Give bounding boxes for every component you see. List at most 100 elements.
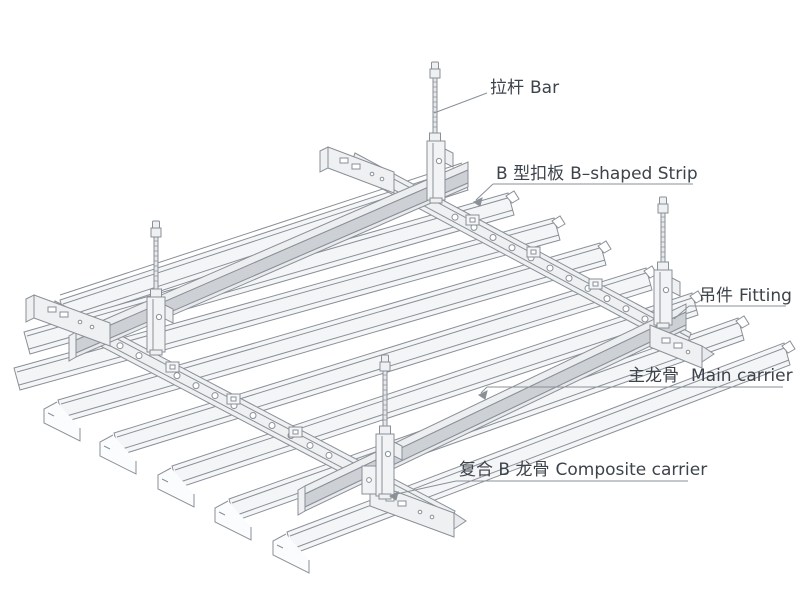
rod-hex-head (660, 197, 667, 204)
fitting-screw (385, 451, 390, 456)
end-piece-hole (380, 177, 384, 181)
hanger-fittings (147, 141, 680, 499)
label-composite-carrier-zh: 复合 B 龙骨 (459, 460, 549, 480)
end-piece-slot (398, 501, 406, 506)
main-carrier-end-cap (69, 332, 76, 361)
fitting-base-tab (657, 323, 669, 328)
rod-collar (151, 228, 161, 237)
main-carrier-end-cap (298, 486, 305, 515)
strip-end-profile (100, 435, 136, 474)
rail-hole (326, 452, 332, 458)
strip-end-profile (273, 534, 309, 573)
rail-hole (193, 383, 199, 389)
clip-hole (170, 365, 175, 369)
end-piece-fold (702, 346, 714, 362)
rail-hole (566, 275, 572, 281)
end-piece-slot (48, 307, 56, 312)
fitting-screw (436, 158, 441, 163)
end-piece-face (26, 295, 34, 322)
label-fitting-zh: 吊件 (699, 286, 733, 306)
rod-shaft (661, 213, 665, 262)
leader-lines (390, 93, 786, 500)
leader-arrowhead (479, 391, 487, 399)
strip-end-profile (158, 468, 194, 507)
rail-hole (269, 423, 275, 429)
label-strip-en: B–shaped Strip (570, 164, 698, 184)
rod-collar (658, 204, 668, 213)
label-composite-carrier: 复合 B 龙骨 Composite carrier (459, 460, 707, 480)
end-piece-hole (90, 325, 94, 329)
end-piece-slot (662, 338, 670, 343)
rail-hole (174, 373, 180, 379)
rail-hole (452, 214, 458, 220)
fitting-side-tab (445, 149, 453, 167)
rod-hex-head (432, 62, 439, 69)
label-main-carrier: 主龙骨 Main carrier (628, 366, 793, 386)
strip-flange-line (61, 247, 603, 404)
strip-end-hook (690, 291, 703, 303)
end-piece-hole (370, 172, 374, 176)
label-composite-carrier-en: Composite carrier (555, 460, 707, 480)
rod-collar (380, 362, 390, 371)
hanger-fitting-plate (654, 270, 672, 325)
strip-end-lip (48, 413, 54, 416)
strip-end-profile (215, 501, 251, 540)
strip-end-lip (162, 479, 168, 482)
rod-hex-head (382, 355, 389, 362)
end-piece-fold (454, 513, 466, 529)
strip-flange-line (175, 297, 695, 470)
strip-end-hook (598, 241, 611, 253)
rail-hole (642, 316, 648, 322)
strip-end-lip (277, 545, 283, 548)
leader-fitting (674, 306, 689, 319)
strip-flange-line (63, 260, 605, 417)
rail-hole (623, 306, 629, 312)
rod-thread-marks (383, 375, 388, 420)
clip-hole (231, 397, 236, 401)
end-piece-slot (674, 343, 682, 348)
end-piece-slot (340, 158, 348, 163)
rod-thread-marks (433, 82, 438, 127)
strip-end-hook (506, 191, 519, 203)
hanger-fitting-plate (427, 141, 445, 200)
leader-composite (392, 481, 456, 495)
label-main-carrier-zh: 主龙骨 (628, 366, 679, 386)
strip-end-lip (219, 512, 225, 515)
leader-arrowhead (390, 492, 398, 500)
strip-end-hook (736, 316, 749, 328)
fitting-screw (663, 287, 668, 292)
strip-end-profile (44, 402, 80, 441)
strip-end-hook (782, 341, 795, 353)
label-main-carrier-en: Main carrier (691, 366, 793, 386)
end-piece-slot (352, 164, 360, 169)
clip-hole (531, 250, 536, 254)
fitting-side-tab (672, 278, 680, 296)
end-piece-face (320, 147, 328, 172)
end-piece-hole (686, 350, 690, 354)
rod-hex-head (153, 221, 160, 228)
fitting-base-tab (430, 198, 442, 203)
rod-shaft (433, 78, 437, 133)
leader-arrowhead (474, 198, 482, 206)
rail-hole (212, 393, 218, 399)
clip-hole (293, 430, 298, 434)
rail-hole (307, 442, 313, 448)
clip-hole (593, 282, 598, 286)
label-bar-zh: 拉杆 (490, 78, 524, 98)
fitting-base-tab (379, 494, 391, 499)
strip-flange-line (292, 360, 789, 549)
end-piece-slot (60, 312, 68, 317)
rail-hole (509, 245, 515, 251)
clip-hole (470, 218, 475, 222)
rod-adjuster-nut (658, 262, 669, 270)
fitting-base-tab (150, 350, 162, 355)
rod-collar (430, 69, 440, 78)
suspension-rods (151, 62, 669, 434)
rod-adjuster-nut (380, 426, 391, 434)
rail-hole (136, 353, 142, 359)
label-bar-en: Bar (530, 78, 559, 98)
